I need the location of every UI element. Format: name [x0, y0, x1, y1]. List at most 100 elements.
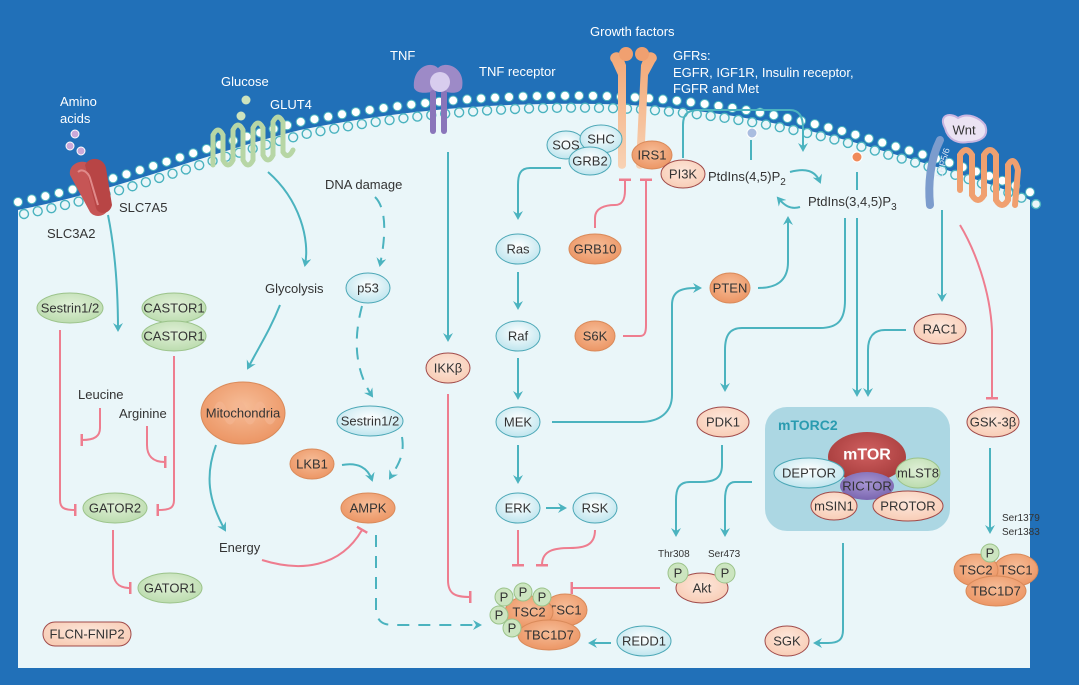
node-pten[interactable]: PTEN	[709, 272, 751, 304]
tsc-complex-right[interactable]: TSC1 TSC2 TBC1D7 P	[953, 543, 1039, 607]
node-rac1[interactable]: RAC1	[913, 313, 967, 345]
lipid-head-inner	[883, 149, 894, 160]
node-castor1-a[interactable]: CASTOR1	[141, 292, 207, 324]
pi3k-label: PI3K	[669, 167, 698, 182]
edge-wnt-inhibits-gsk3b	[959, 224, 998, 400]
lipid-head-inner	[509, 103, 521, 115]
edge-rsk-inhibits-tsc	[535, 529, 596, 567]
lipid-head-outer	[904, 145, 915, 156]
lipid-head-inner	[73, 196, 84, 207]
lipid-head-outer	[201, 143, 212, 154]
sestrin-left-label: Sestrin1/2	[41, 301, 100, 316]
node-sgk[interactable]: SGK	[764, 625, 810, 657]
frizzled-receptor-icon	[957, 147, 1022, 208]
node-raf[interactable]: Raf	[495, 320, 541, 352]
lipid-head-outer	[917, 149, 928, 160]
leucine-label: Leucine	[78, 387, 124, 402]
gfrs-list-label: EGFR, IGF1R, Insulin receptor,	[673, 65, 854, 80]
node-grb10[interactable]: GRB10	[568, 233, 622, 265]
node-castor1-b[interactable]: CASTOR1	[141, 320, 207, 352]
node-pdk1[interactable]: PDK1	[696, 406, 750, 438]
lipid-head-outer	[504, 91, 515, 102]
edge-energy-inhibits-ampk	[261, 525, 368, 567]
lipid-head-inner	[384, 114, 395, 126]
edge-arginine-inhibits-castor1	[146, 426, 167, 469]
p53-label: p53	[357, 281, 379, 296]
node-redd1[interactable]: REDD1	[616, 625, 672, 657]
growth-factors-label: Growth factors	[590, 24, 675, 39]
node-mek[interactable]: MEK	[495, 406, 541, 438]
node-sestrin-left[interactable]: Sestrin1/2	[36, 292, 104, 324]
lipid-head-outer	[877, 137, 888, 148]
phospho-badge: P	[500, 590, 509, 605]
lipid-head-inner	[649, 105, 661, 116]
lipid-head-inner	[733, 114, 744, 126]
ser1383-label: Ser1383	[1002, 527, 1040, 538]
phospho-badge: P	[508, 621, 517, 636]
edge-pip3-to-pip2	[776, 196, 801, 209]
castor1-b-label: CASTOR1	[143, 329, 204, 344]
edge-pdk1-to-akt-thr308	[671, 445, 723, 537]
ser1379-label: Ser1379	[1002, 513, 1040, 524]
mtorc2-complex[interactable]: mTORC2 mTOR mLST8 RICTOR DEPTOR mSIN1 PR…	[765, 407, 950, 531]
node-mitochondria[interactable]: Mitochondria	[200, 381, 286, 445]
node-s6k[interactable]: S6K	[574, 320, 616, 352]
edge-pi3k-to-pip2	[682, 109, 808, 158]
phospho-badge: P	[986, 546, 995, 561]
node-irs1[interactable]: IRS1	[631, 140, 673, 170]
rsk-label: RSK	[582, 501, 609, 516]
deptor-label: DEPTOR	[782, 466, 836, 481]
lipid-head-inner	[113, 185, 125, 196]
node-sestrin-mid[interactable]: Sestrin1/2	[336, 405, 404, 437]
node-grb2[interactable]: GRB2	[568, 146, 612, 176]
lipid-head-outer	[671, 95, 682, 106]
lipid-head-inner	[398, 113, 409, 124]
lipid-head-inner	[842, 137, 854, 149]
lipid-head-outer	[295, 116, 306, 127]
lipid-head-outer	[13, 197, 23, 207]
mtor-label: mTOR	[843, 447, 891, 464]
tsc-complex-center[interactable]: TSC1 TSC2 TBC1D7 P P P P P	[489, 582, 588, 651]
edge-p53-to-sestrin	[355, 305, 374, 398]
lipid-head-outer	[323, 111, 334, 122]
edge-leucine-inhibits-sestrin	[80, 408, 101, 447]
node-erk[interactable]: ERK	[495, 492, 541, 524]
lipid-head-inner	[356, 118, 368, 130]
node-akt[interactable]: Akt P P	[667, 562, 736, 604]
edge-glut4-to-glycolysis	[267, 171, 312, 267]
edge-grb10-inhibits-gfr	[594, 178, 631, 228]
edge-dna-damage-to-p53	[374, 196, 387, 267]
node-rsk[interactable]: RSK	[572, 492, 618, 524]
node-flcn-fnip2[interactable]: FLCN-FNIP2	[42, 621, 132, 647]
lipid-head-outer	[518, 91, 529, 102]
edge-pten-to-pip2	[757, 216, 793, 289]
node-lkb1[interactable]: LKB1	[289, 448, 335, 480]
node-pi3k[interactable]: PI3K	[660, 159, 706, 189]
slc3a2-label: SLC3A2	[47, 226, 95, 241]
node-p53[interactable]: p53	[345, 272, 391, 304]
glut4-transporter-icon	[210, 114, 296, 168]
lipid-head-inner	[663, 106, 675, 117]
shc-label: SHC	[587, 132, 614, 147]
lipid-head-inner	[705, 110, 716, 122]
node-gsk3b[interactable]: GSK-3β	[966, 406, 1020, 438]
glut4-label: GLUT4	[270, 97, 312, 112]
lipid-head-outer	[602, 91, 613, 102]
edge-lkb1-to-ampk	[341, 463, 375, 482]
edge-rac1-to-mtorc2	[863, 329, 906, 397]
lipid-head-inner	[180, 164, 192, 175]
node-ampk[interactable]: AMPK	[340, 492, 396, 524]
redd1-label: REDD1	[622, 634, 666, 649]
grb10-label: GRB10	[574, 242, 617, 257]
node-ikkb[interactable]: IKKβ	[425, 352, 471, 384]
node-shc[interactable]: SHC	[579, 124, 623, 154]
ikkb-label: IKKβ	[434, 361, 462, 376]
node-gator1[interactable]: GATOR1	[137, 572, 203, 604]
protor-label: PROTOR	[880, 499, 935, 514]
glycolysis-label: Glycolysis	[265, 281, 324, 296]
gfrs-list-label-2: FGFR and Met	[673, 81, 759, 96]
node-gator2[interactable]: GATOR2	[82, 492, 148, 524]
node-ras[interactable]: Ras	[495, 233, 541, 265]
lipid-head-inner	[719, 112, 730, 124]
tsc2-label: TSC2	[512, 605, 545, 620]
